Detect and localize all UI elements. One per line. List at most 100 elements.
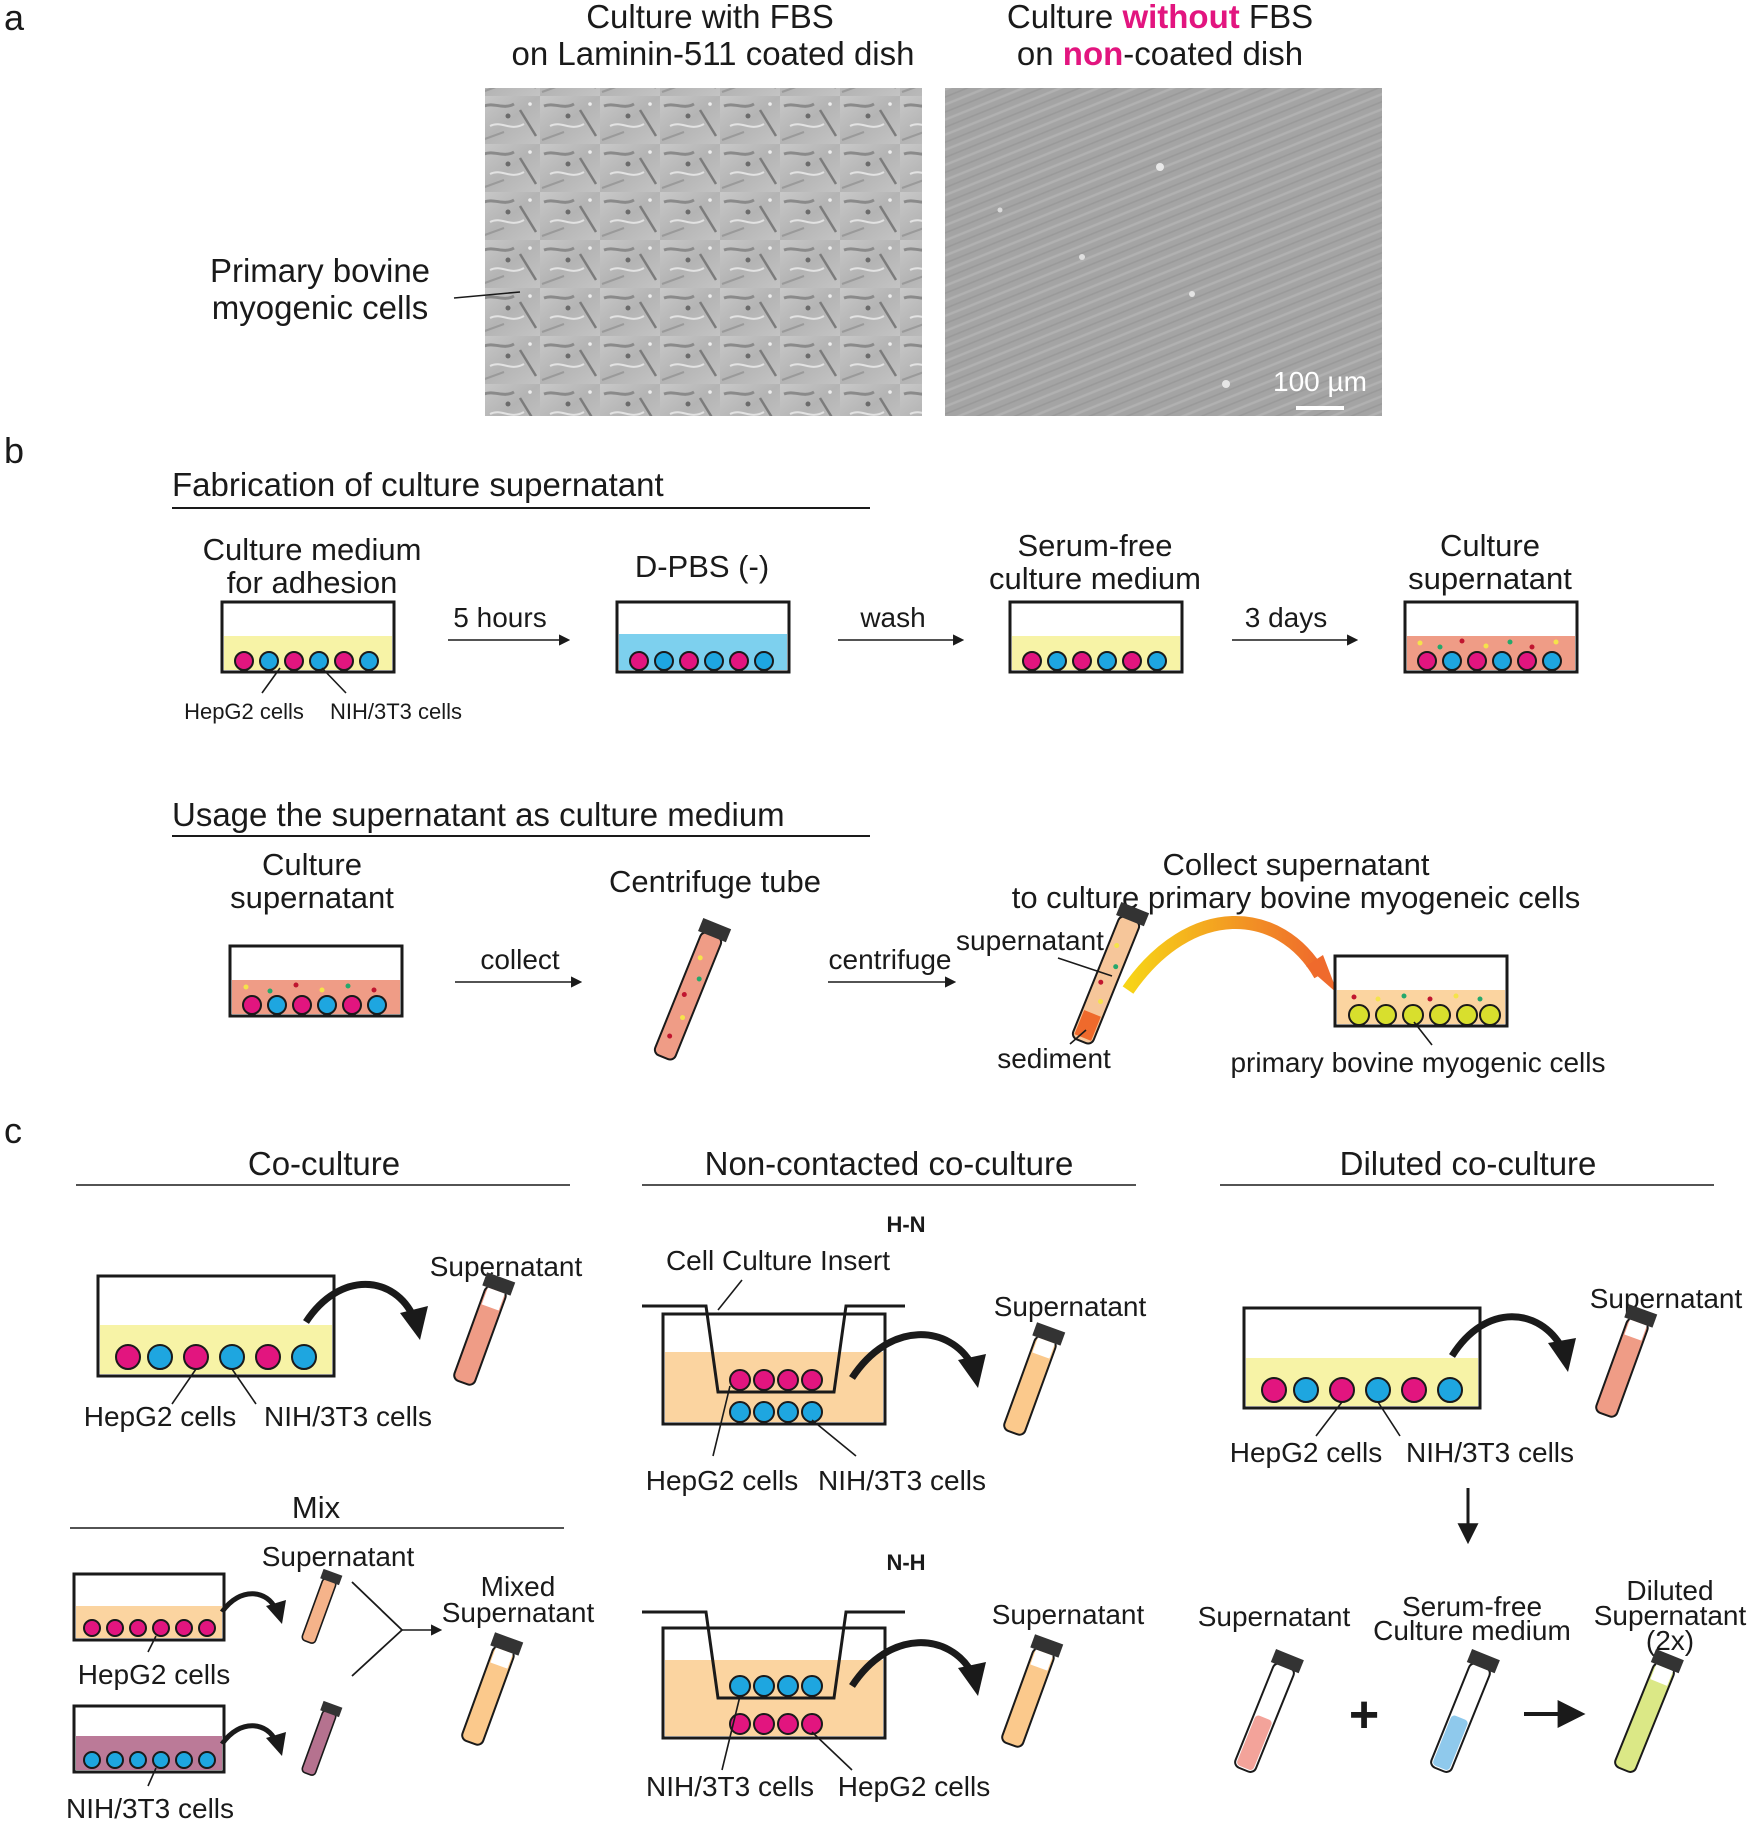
step2-label: D-PBS (-)	[635, 549, 769, 584]
transwell-nh	[642, 1610, 905, 1740]
usage-step3-line2: to culture primary bovine myogeneic cell…	[1012, 880, 1581, 915]
serumfree-line1: Serum-free	[1402, 1591, 1542, 1622]
hn-curved-arrow-head	[958, 1354, 986, 1388]
panel-label-c: c	[4, 1110, 22, 1151]
serumfree-line2: Culture medium	[1373, 1615, 1571, 1646]
nh-nih-label: NIH/3T3 cells	[646, 1771, 814, 1802]
step1-label-line1: Culture medium	[203, 532, 422, 567]
usage-arrow2-label: centrifuge	[829, 944, 952, 975]
plus-sign: +	[1349, 1686, 1379, 1744]
diluted-hepg2-leader	[1315, 1401, 1343, 1437]
panel-a-right-title-line2: on non-coated dish	[1017, 35, 1303, 72]
sediment-leader	[1069, 1029, 1087, 1045]
hn-label: H-N	[886, 1212, 925, 1237]
nh-supernatant-label: Supernatant	[992, 1599, 1145, 1630]
supernatant-label: supernatant	[956, 925, 1104, 956]
diluted-result-line1: Diluted	[1626, 1575, 1713, 1606]
supernatant-leader	[1057, 957, 1113, 977]
micrograph-debris	[997, 163, 1230, 388]
title-text: -coated dish	[1123, 35, 1303, 72]
title-text: FBS	[1240, 0, 1313, 35]
coculture-nih-leader	[231, 1368, 257, 1405]
arrow3-label: 3 days	[1245, 602, 1328, 633]
myogenic-label: primary bovine myogenic cells	[1230, 1047, 1605, 1078]
mixed-label-line1: Mixed	[481, 1571, 556, 1602]
coculture-curved-arrow	[303, 1281, 418, 1324]
cells-leader-line	[453, 291, 521, 299]
fabrication-title: Fabrication of culture supernatant	[172, 466, 664, 503]
dish-supernatant	[1403, 600, 1579, 674]
diluted-result-tube	[1614, 1649, 1684, 1773]
hn-curved-arrow	[849, 1331, 976, 1380]
usage-arrow1-label: collect	[480, 944, 560, 975]
usage-step1-line2: supernatant	[230, 880, 394, 915]
diluted-hepg2-label: HepG2 cells	[1230, 1437, 1383, 1468]
panel-a-left-title-line1: Culture with FBS	[586, 0, 834, 35]
dish-coculture	[96, 1274, 336, 1378]
myogenic-leader	[1413, 1021, 1433, 1046]
hepg2-label: HepG2 cells	[184, 699, 304, 724]
micrograph-with-fbs	[485, 88, 922, 416]
nh-label: N-H	[886, 1550, 925, 1575]
mix-nih-arrow	[219, 1723, 279, 1746]
diluted-result-line2: Supernatant	[1594, 1600, 1747, 1631]
hn-tube	[1003, 1322, 1066, 1436]
coculture-supernatant-label: Supernatant	[430, 1251, 583, 1282]
transfer-arrow	[1122, 915, 1326, 994]
mix-nih-arrow-head	[266, 1732, 286, 1756]
nh-curved-arrow-head	[958, 1662, 986, 1696]
scale-bar-label: 100 µm	[1273, 366, 1367, 397]
serumfree-tube	[1430, 1649, 1500, 1773]
diluted-title: Diluted co-culture	[1340, 1145, 1597, 1182]
panel-label-a: a	[4, 0, 25, 38]
diluted-nih-label: NIH/3T3 cells	[1406, 1437, 1574, 1468]
hn-supernatant-label: Supernatant	[994, 1291, 1147, 1322]
hn-nih-leader	[811, 1419, 857, 1457]
nih-leader	[321, 667, 347, 694]
nh-hepg2-leader	[811, 1731, 853, 1771]
mix-hepg2-leader	[147, 1635, 157, 1653]
step4-label-line1: Culture	[1440, 528, 1540, 563]
step1-label-line2: for adhesion	[227, 565, 398, 600]
mix-nih-label: NIH/3T3 cells	[66, 1793, 234, 1823]
hepg2-leader	[261, 667, 281, 694]
panel-a-right-title-line1: Culture without FBS	[1007, 0, 1313, 35]
mix-hepg2-tube	[301, 1568, 343, 1644]
diluted-result-line3: (2x)	[1646, 1625, 1694, 1656]
noncontact-title: Non-contacted co-culture	[705, 1145, 1074, 1182]
dish-culture-supernatant	[228, 944, 404, 1018]
dish-myogenic	[1333, 954, 1509, 1028]
insert-leader	[717, 1279, 743, 1311]
mix-nih-tube	[301, 1700, 343, 1776]
arrow1-label: 5 hours	[453, 602, 546, 633]
transfer-arrow-head	[1306, 955, 1338, 994]
diluted-top-tube	[1595, 1304, 1658, 1418]
usage-title: Usage the supernatant as culture medium	[172, 796, 785, 833]
cells-label-line2: myogenic cells	[212, 289, 428, 326]
diluted-curved-arrow	[1449, 1313, 1566, 1358]
diluted-supernatant-top-label: Supernatant	[1590, 1283, 1743, 1314]
panel-a-left-title-line2: on Laminin-511 coated dish	[512, 35, 915, 72]
diluted-curved-arrow-head	[1548, 1338, 1576, 1372]
coculture-nih-label: NIH/3T3 cells	[264, 1401, 432, 1432]
hn-hepg2-label: HepG2 cells	[646, 1465, 799, 1496]
hn-nih-label: NIH/3T3 cells	[818, 1465, 986, 1496]
arrow2-label: wash	[859, 602, 925, 633]
hn-hepg2-leader	[712, 1385, 731, 1457]
panel-label-b: b	[4, 430, 24, 471]
dish-diluted	[1242, 1306, 1482, 1410]
dish-mix-nih	[72, 1704, 226, 1774]
cells-label-line1: Primary bovine	[210, 252, 430, 289]
mix-hepg2-arrow	[219, 1591, 279, 1614]
dish-dpbs	[615, 600, 791, 674]
centrifuged-tube	[1071, 902, 1150, 1045]
coculture-curved-arrow-head	[400, 1306, 428, 1340]
step3-label-line2: culture medium	[989, 561, 1201, 596]
coculture-hepg2-leader	[171, 1368, 197, 1405]
dish-serumfree	[1008, 600, 1184, 674]
nih-label: NIH/3T3 cells	[330, 699, 462, 724]
mix-hepg2-arrow-head	[266, 1600, 286, 1624]
nh-nih-leader	[721, 1695, 741, 1771]
dish-mix-hepg2	[72, 1572, 226, 1642]
step3-label-line1: Serum-free	[1017, 528, 1172, 563]
